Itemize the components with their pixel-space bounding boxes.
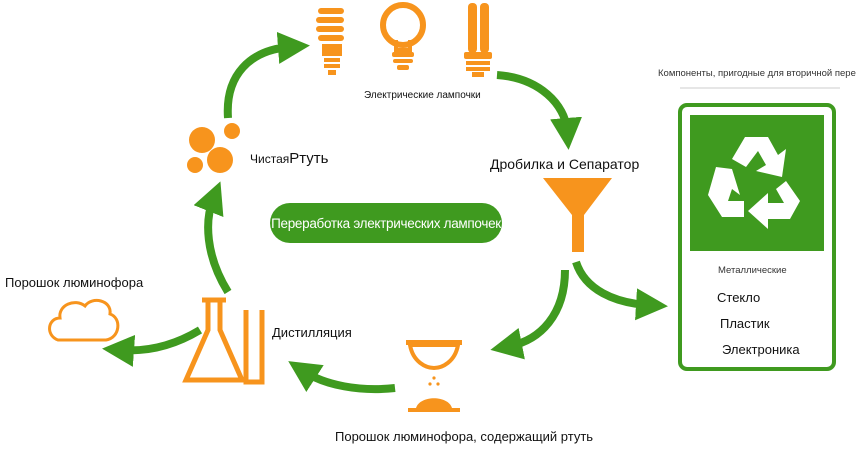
powder-cloud-icon [48,298,120,342]
arrow-crusher-to-panel [572,260,668,321]
arrow-distillation-to-mercury [193,181,232,295]
powder-mercury-label: Порошок люминофора, содержащий ртуть [335,429,594,444]
distillation-flask-icon [182,297,265,385]
mercury-word: Ртуть [289,150,329,167]
arrow-sieve-to-distillation [288,361,396,394]
tube-bulb-icon [464,3,492,77]
arrow-bulbs-to-crusher [496,71,582,150]
recycle-icon [708,137,800,229]
spiral-bulb-icon [316,8,344,75]
recycle-badge [690,115,824,251]
light-bulb-icon [380,2,426,70]
sieve-icon [406,340,462,412]
funnel-icon [543,178,612,252]
arrow-distillation-to-powder [102,326,203,367]
bulbs-label: Электрические лампочки [364,90,481,101]
phosphor-powder-label: Порошок люминофора [5,275,144,290]
recyclable-item: Электроника [722,342,800,357]
mercury-label: ЧистаяРтуть [250,150,328,167]
arrow-mercury-to-bulbs [223,31,310,119]
mercury-prefix: Чистая [250,152,290,166]
recyclable-item: Пластик [720,316,770,331]
title-pill: Переработка электрических лампочек [270,203,502,243]
mercury-drops-icon [187,123,240,173]
arrow-crusher-to-sieve [490,269,569,360]
crusher-label: Дробилка и Сепаратор [490,156,640,172]
recyclable-item: Металлические [718,265,787,276]
recyclables-heading: Компоненты, пригодные для вторичной пере… [658,68,856,79]
recyclables-panel: Металлические Стекло Пластик Электроника [678,103,836,371]
distillation-label: Дистилляция [272,325,352,340]
recyclable-item: Стекло [717,290,761,305]
